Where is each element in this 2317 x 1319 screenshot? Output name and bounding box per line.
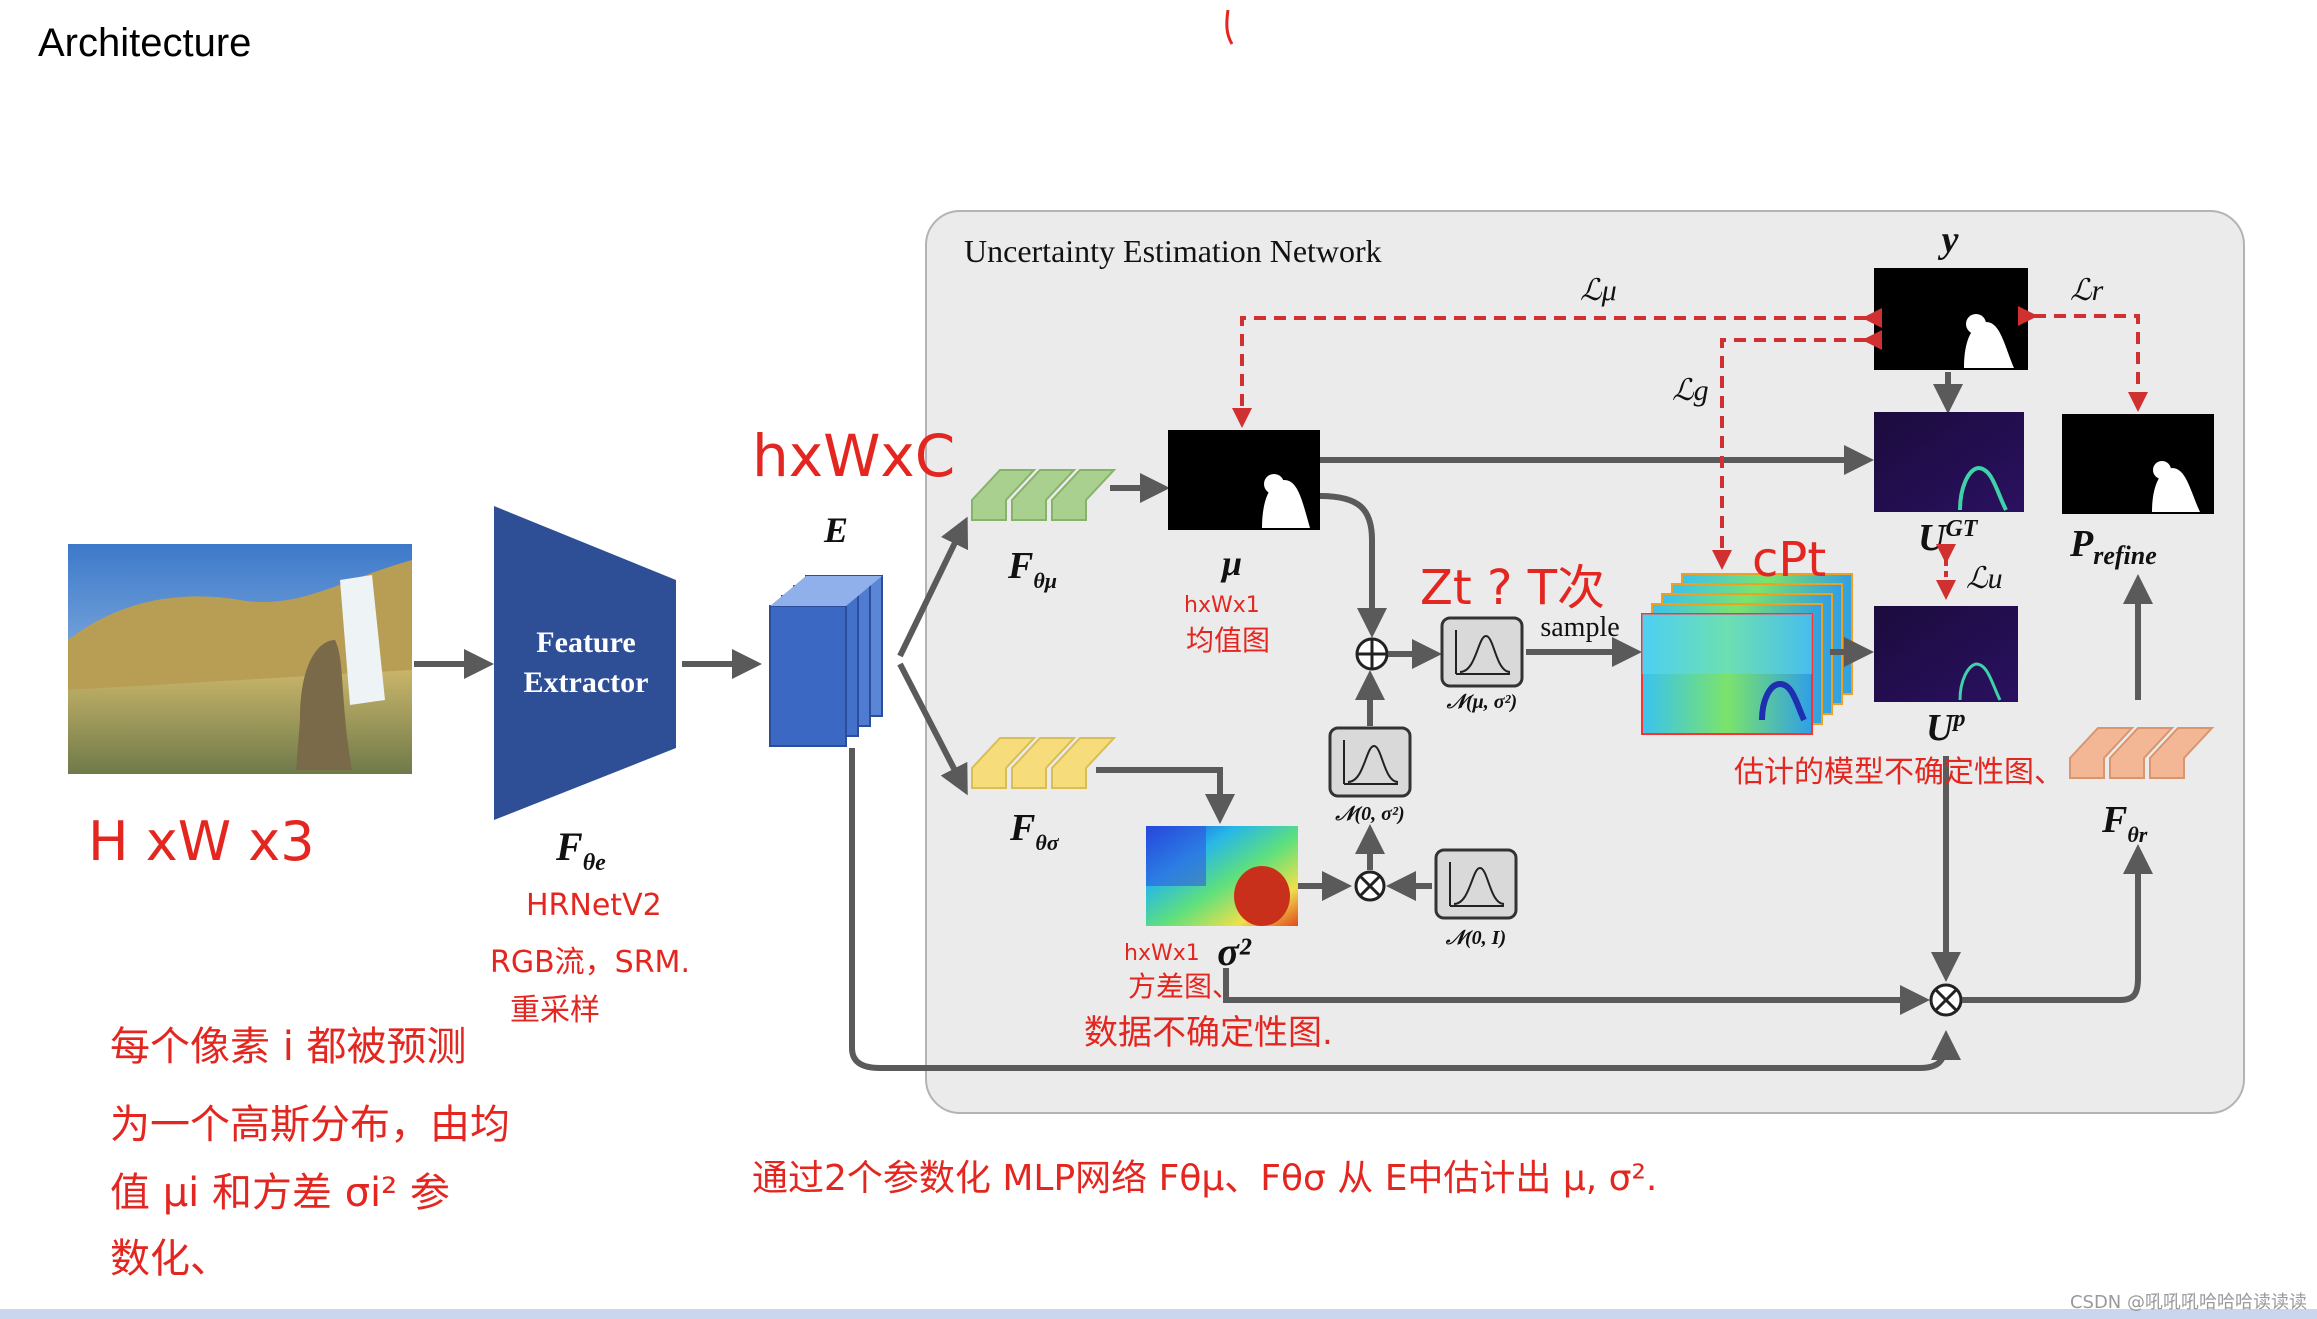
- input-image: [68, 544, 412, 774]
- annot-input-dims: H xW x3: [88, 810, 315, 873]
- feature-extractor-line1: Feature: [536, 626, 635, 659]
- annot-pt: cPt: [1752, 532, 1826, 588]
- y-label: y: [1938, 219, 1959, 261]
- uncertainty-panel: [925, 210, 2245, 1114]
- sigma2-map: [1146, 826, 1298, 926]
- annot-left-line3: 值 μi 和方差 σi² 参: [110, 1170, 450, 1216]
- f-theta-mu-label: Fθμ: [1007, 545, 1057, 593]
- annot-left-line1: 每个像素 i 都被预测: [110, 1024, 467, 1070]
- gaussian-nmusigma-icon: [1440, 616, 1524, 688]
- arrow-e-to-fmu: [897, 516, 969, 658]
- multiply-node-2: [1929, 983, 1963, 1017]
- mu-map: [1168, 430, 1320, 530]
- prefine-map: [2062, 414, 2214, 514]
- sample-label: sample: [1540, 612, 1619, 643]
- e-label: E: [823, 510, 848, 550]
- annot-bottom-note: 通过2个参数化 MLP网络 Fθμ、Fθσ 从 E中估计出 μ, σ².: [752, 1158, 1657, 1199]
- gaussian-n0i-icon: [1434, 848, 1518, 920]
- annot-mu-dims: hxWx1: [1184, 593, 1260, 618]
- sigma2-label: σ²: [1217, 929, 1252, 974]
- y-map: [1874, 268, 2028, 370]
- mu-label: μ: [1220, 543, 1242, 583]
- feature-extractor-line2: Extractor: [524, 666, 649, 699]
- loss-g-label: ℒg: [1672, 374, 1709, 407]
- annot-left-line2: 为一个高斯分布，由均: [110, 1102, 510, 1148]
- nmusigma-label: 𝒩(μ, σ²): [1446, 691, 1517, 713]
- loss-u-label: ℒu: [1966, 562, 2003, 595]
- slide-title: Architecture: [38, 21, 251, 65]
- f-theta-r-label: Fθr: [2101, 799, 2148, 847]
- annot-hxwxc: hxWxC: [752, 422, 955, 490]
- annot-model-uncertainty: 估计的模型不确定性图、: [1734, 755, 2064, 790]
- multiply-node-1: [1354, 870, 1386, 902]
- add-node: [1355, 637, 1389, 671]
- f-theta-r-layers: [2069, 727, 2215, 779]
- n0sigma-label: 𝒩(0, σ²): [1334, 803, 1404, 825]
- annot-mu-note: 均值图: [1186, 624, 1270, 657]
- kangaroo-shape: [296, 640, 352, 770]
- arrow-e-to-otimes2: [849, 748, 1961, 1071]
- arrow-e-to-fsigma: [897, 662, 968, 796]
- prefine-label: Prefine: [2069, 523, 2157, 570]
- f-theta-sigma-layers: [971, 737, 1117, 789]
- gaussian-n0sigma-icon: [1328, 726, 1412, 798]
- feature-extractor-block: [494, 506, 676, 820]
- up-label: Up: [1926, 706, 1965, 749]
- ugt-map: [1874, 412, 2024, 512]
- arrow-fsigma-to-sigma: [1096, 767, 1235, 824]
- sampled-maps-stack: [1641, 573, 1853, 735]
- annot-sigma-note1: 方差图、: [1128, 970, 1240, 1003]
- slide-bottom-bar: [0, 1309, 2317, 1319]
- loss-mu-label: ℒμ: [1580, 274, 1617, 307]
- panel-title: Uncertainty Estimation Network: [964, 233, 1382, 269]
- annot-rgb-srm: RGB流，SRM.: [490, 945, 690, 980]
- annot-left-line4: 数化、: [110, 1236, 230, 1282]
- annot-stack: 重采样: [510, 993, 600, 1028]
- annot-sigma-note2: 数据不确定性图.: [1084, 1013, 1333, 1053]
- annot-sigma-dims: hxWx1: [1124, 941, 1200, 966]
- f-theta-sigma-label: Fθσ: [1009, 807, 1060, 855]
- annot-zt: Zt ? T次: [1420, 560, 1605, 616]
- annot-top-stroke: [1225, 9, 1234, 45]
- feature-map-e: [769, 575, 883, 747]
- loss-r-path: [2018, 306, 2148, 412]
- f-theta-e-label: Fθe: [555, 824, 606, 876]
- n0i-label: 𝒩(0, I): [1445, 927, 1506, 949]
- f-theta-mu-layers: [971, 469, 1117, 521]
- up-map: [1874, 606, 2018, 702]
- loss-g-path: [1712, 330, 1882, 570]
- arrow-otimes2-to-fr: [1962, 844, 2153, 1003]
- annot-hrnet: HRNetV2: [526, 888, 662, 923]
- loss-r-label: ℒr: [2070, 274, 2104, 307]
- arrow-mu-to-oplus: [1319, 493, 1387, 638]
- watermark: CSDN @吼吼吼哈哈哈读读读: [2069, 1292, 2307, 1313]
- arrow-sigma-to-otimes2: [1223, 968, 1930, 1015]
- loss-mu-path: [1232, 308, 1882, 428]
